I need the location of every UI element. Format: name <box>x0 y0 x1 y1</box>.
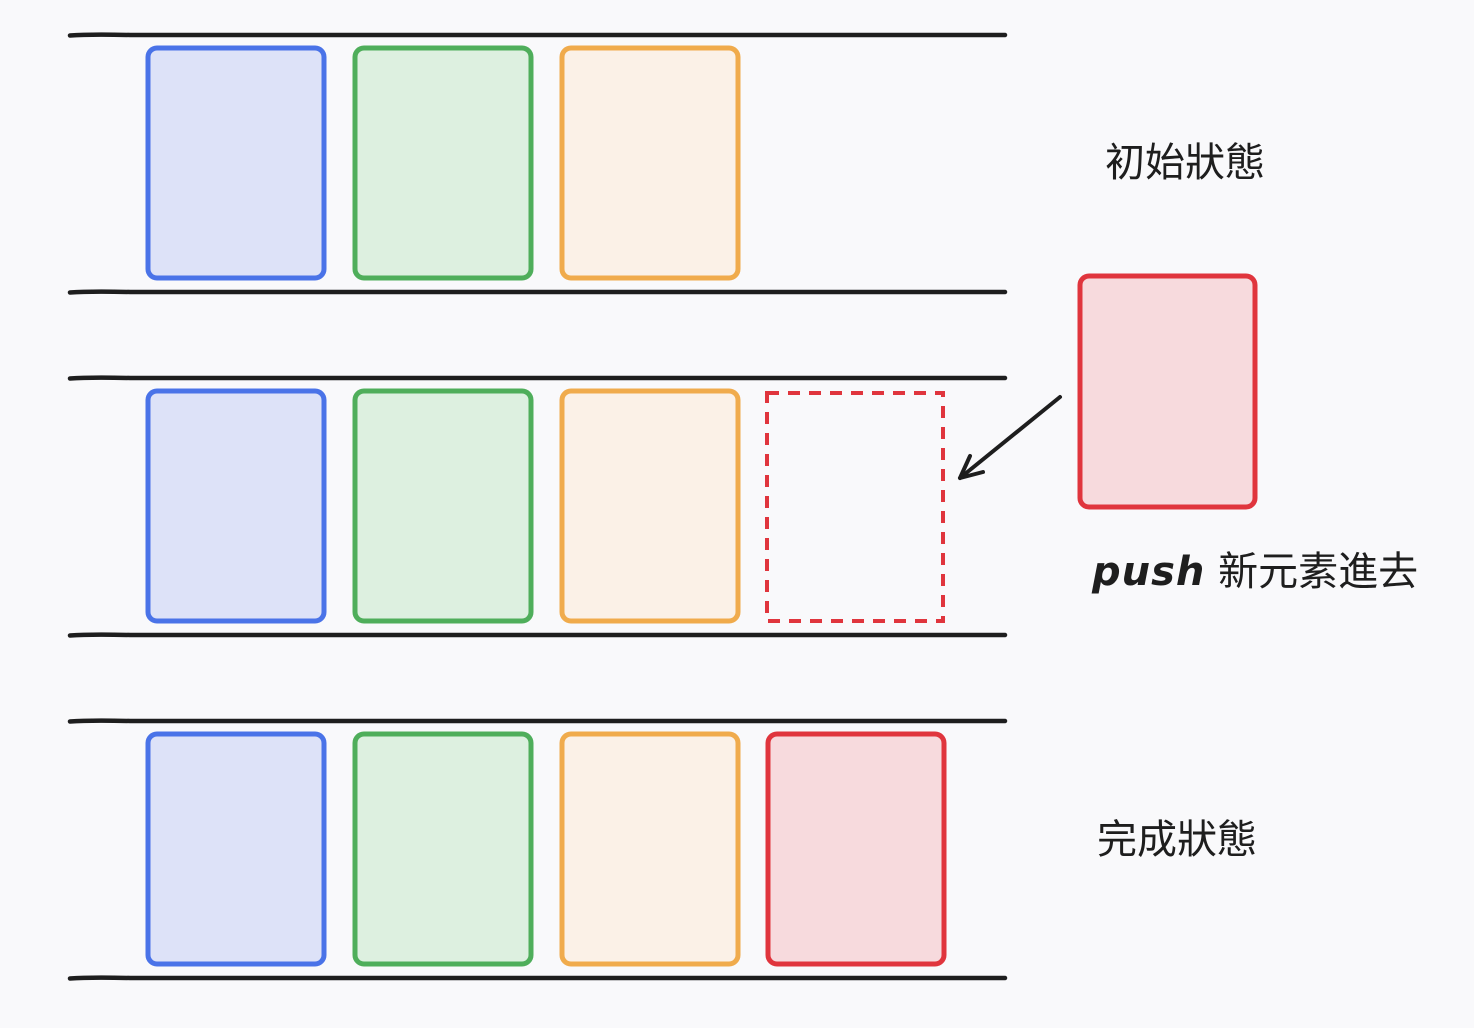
stack-element-red <box>765 731 947 967</box>
incoming-element-red <box>1077 273 1258 510</box>
stack-element-orange <box>559 388 741 624</box>
push-arrow <box>958 395 1062 480</box>
stack-element-green <box>352 731 534 967</box>
push-arrow-shaft <box>958 395 1062 480</box>
push-target-placeholder <box>765 391 945 623</box>
stack-element-green <box>352 388 534 624</box>
stack-element-orange <box>559 731 741 967</box>
push-description: 新元素進去 <box>1218 549 1419 595</box>
incoming-element-group <box>1077 273 1258 510</box>
stack-rails <box>67 32 1008 981</box>
initial-state-label: 初始狀態 <box>1105 140 1265 186</box>
stack-element-blue <box>145 45 327 281</box>
stack-element-blue <box>145 731 327 967</box>
stack-rail-bottom <box>67 632 1008 638</box>
stack-elements <box>145 45 947 967</box>
stack-element-green <box>352 45 534 281</box>
stack-rail-bottom <box>67 975 1008 981</box>
stack-rail-top <box>67 375 1008 381</box>
push-arrow-head <box>958 454 985 480</box>
push-label: push 新元素進去 <box>1092 552 1418 592</box>
stack-element-orange <box>559 45 741 281</box>
final-state-label: 完成狀態 <box>1097 817 1257 863</box>
stack-element-blue <box>145 388 327 624</box>
stack-rail-top <box>67 718 1008 724</box>
stack-rail-bottom <box>67 289 1008 295</box>
stack-rail-top <box>67 32 1008 38</box>
push-keyword: push <box>1092 549 1206 595</box>
